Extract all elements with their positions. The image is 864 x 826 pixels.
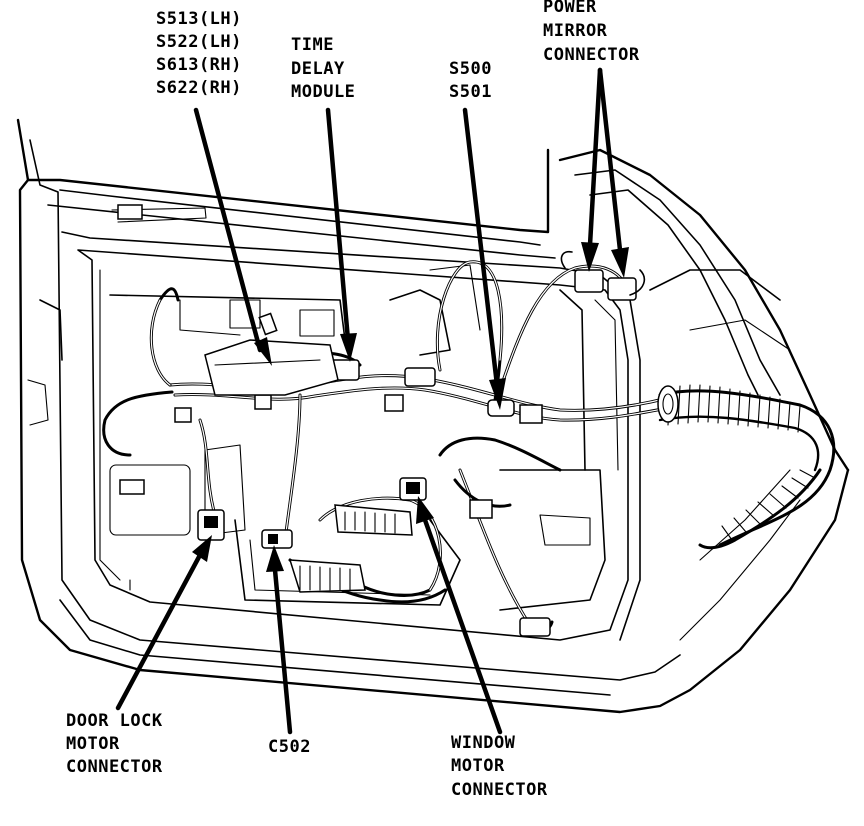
arrowhead-s500 (489, 378, 506, 410)
label-s513: S513(LH) (156, 9, 242, 29)
leader-s513 (193, 107, 263, 353)
arrowhead-mirror-left (581, 242, 599, 272)
label-power-mirror-connector: POWER MIRROR CONNECTOR (543, 0, 640, 65)
leader-mirror-right (597, 67, 623, 253)
inner-panel-detail (27, 264, 619, 611)
door-outline (16, 118, 850, 714)
wiring-harness (102, 250, 670, 637)
leader-lines (115, 67, 629, 735)
label-time-delay-module: TIME DELAY MODULE (291, 35, 355, 102)
label-time: TIME (291, 35, 334, 55)
arrowhead-c502 (266, 545, 284, 572)
arrowhead-mirror-right (611, 247, 629, 278)
arrowhead-window-motor (416, 496, 434, 524)
arrowhead-s513 (254, 337, 272, 366)
label-s522: S522(LH) (156, 32, 242, 52)
label-door-lock-motor-connector: DOOR LOCK MOTOR CONNECTOR (66, 711, 163, 777)
label-power: POWER (543, 0, 597, 17)
arrowhead-time-delay (340, 333, 357, 362)
label-module: MODULE (291, 82, 355, 102)
label-door-lock: DOOR LOCK (66, 711, 163, 731)
label-mirror: MIRROR (543, 21, 608, 41)
label-splices-s500: S500 S501 (449, 59, 492, 102)
leader-time-delay (325, 107, 351, 343)
label-connector-mirror: CONNECTOR (543, 45, 640, 65)
label-s500: S500 (449, 59, 492, 79)
label-s613: S613(RH) (156, 55, 242, 75)
label-window-motor-connector: WINDOW MOTOR CONNECTOR (451, 733, 548, 800)
wiring-conduit (657, 384, 836, 550)
leader-door-lock (115, 552, 203, 711)
leader-s500 (462, 107, 500, 388)
label-splices-lh-rh: S513(LH) S522(LH) S613(RH) S622(RH) (156, 9, 242, 98)
label-motor-window: MOTOR (451, 756, 505, 776)
leader-mirror-left (587, 67, 603, 248)
labels: S513(LH) S522(LH) S613(RH) S622(RH) TIME… (66, 0, 640, 800)
label-window: WINDOW (451, 733, 516, 753)
label-s622: S622(RH) (156, 78, 242, 98)
leader-c502 (272, 567, 293, 735)
label-connector-window: CONNECTOR (451, 780, 548, 800)
label-c502: C502 (268, 737, 311, 757)
label-connector-door: CONNECTOR (66, 757, 163, 777)
label-s501: S501 (449, 82, 492, 102)
arrowhead-door-lock (192, 535, 212, 562)
leader-window-motor (422, 517, 503, 735)
label-delay: DELAY (291, 59, 345, 79)
label-motor-door: MOTOR (66, 734, 120, 754)
